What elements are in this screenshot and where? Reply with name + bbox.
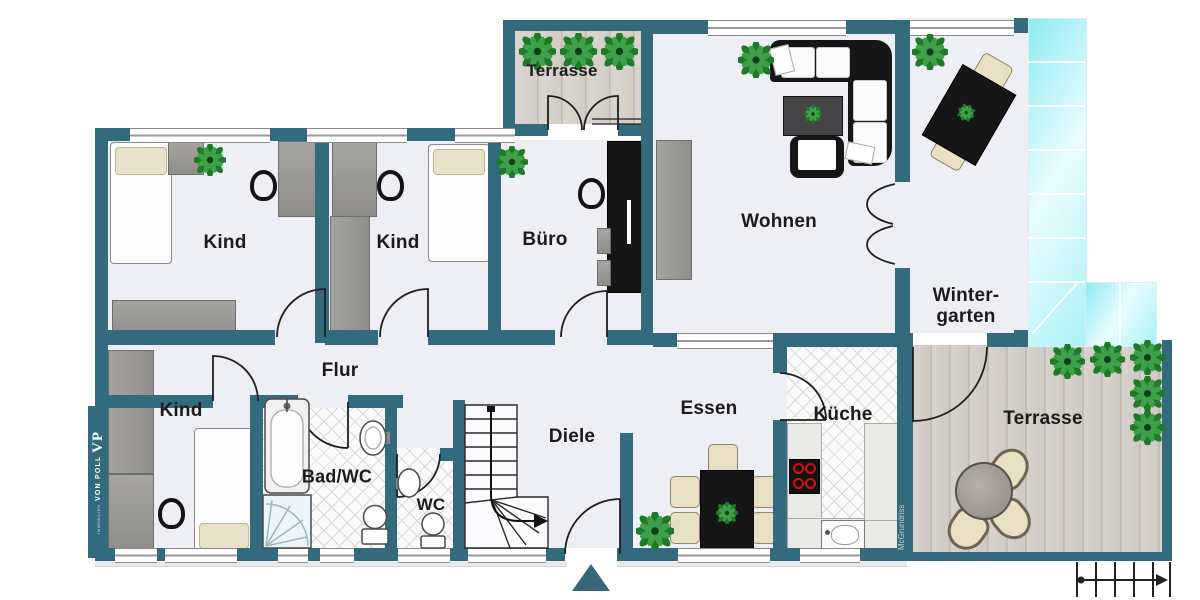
room-label-kind-2: Kind [376,232,420,253]
exterior-stairs [1076,562,1171,597]
dining-table [700,470,754,560]
room-label-terrace-main: Terrasse [1003,408,1083,429]
window [130,128,270,143]
dining-chair [670,476,700,508]
patio-table [955,462,1013,520]
room-label-flur: Flur [321,360,359,381]
shelf-unit [597,260,611,286]
nightstand [168,141,204,175]
shelf-unit [597,228,611,254]
window [677,333,773,349]
wall-segment [895,268,910,333]
entrance-arrow-icon [572,564,610,591]
wall-segment [1162,340,1172,561]
wall-segment [895,31,910,182]
glass-roof-strip [1028,18,1087,347]
wall-segment [503,20,515,136]
window [708,20,846,36]
bed [428,144,490,262]
logo-initials: VP [89,430,106,453]
wall-segment [987,333,1028,347]
wall-segment [488,141,501,343]
wardrobe [108,350,154,474]
cooktop [789,459,820,494]
wall-segment [1014,18,1028,33]
room-label-kind-3: Kind [159,400,203,421]
room-label-kueche: Küche [813,404,873,425]
wall-segment [325,330,378,345]
wall-segment [503,20,653,31]
wall-segment [913,552,1172,561]
desk-chair [158,498,185,529]
wall-segment [108,395,213,408]
window [455,128,515,143]
wall-segment [250,395,263,561]
logo-subline: IMMOBILIEN [95,503,101,534]
room-label-wc: WC [416,495,446,514]
wall-segment [453,400,465,561]
von-poll-logo: IMMOBILIEN VON POLL VP [88,406,108,558]
wall-segment [773,333,787,373]
window [910,20,1014,36]
wall-segment [348,395,403,408]
window [398,548,450,563]
window [307,128,407,143]
desk-chair [377,170,404,201]
desk-chair [250,170,277,201]
wall-segment [653,20,708,34]
wall-segment [641,31,653,345]
window [468,548,546,563]
sofa-cushion [853,80,887,121]
desk [332,141,377,217]
wall-segment [846,20,910,34]
dining-chair [670,512,700,544]
wall-segment [95,330,275,345]
room-label-wohnen: Wohnen [741,211,817,232]
coffee-table [783,96,843,136]
room-label-kind-1: Kind [203,232,247,253]
wall-segment [607,330,653,345]
wardrobe [330,216,370,340]
logo-name: VON POLL [94,455,102,501]
glass-roof-extension [1085,282,1157,347]
wall-segment [315,141,329,343]
bed [110,142,172,264]
wall-segment [653,333,677,347]
window [278,548,308,563]
room-label-badwc: Bad/WC [301,466,373,487]
exterior-sill [95,561,567,567]
room-label-buero: Büro [522,229,568,250]
bed [194,428,254,554]
wall-segment [897,347,913,561]
desk [108,474,154,550]
kitchen-sink [821,520,865,549]
window [115,548,157,563]
wall-segment [787,333,905,347]
wall-segment [773,420,787,561]
wall-segment [385,408,397,561]
armchair [790,136,844,178]
room-label-essen: Essen [680,398,738,419]
exterior-sill [617,561,907,567]
room-label-wintergarten: Winter- garten [932,285,1000,327]
room-label-diele: Diele [548,426,596,447]
wall-segment [895,333,913,347]
room-label-terrace-top: Terrasse [526,61,598,80]
window [800,548,860,563]
watermark-mcgrundriss: McGrundriss [897,504,906,550]
kitchen-counter [864,423,900,521]
window [678,548,770,563]
wall-segment [620,433,633,561]
wall-segment [428,330,555,345]
window [165,548,237,563]
office-chair [578,178,605,209]
dining-chair [708,444,738,474]
wall-segment [258,395,298,408]
window [320,548,354,563]
sofa-cushion [816,47,850,78]
sideboard [656,140,692,280]
